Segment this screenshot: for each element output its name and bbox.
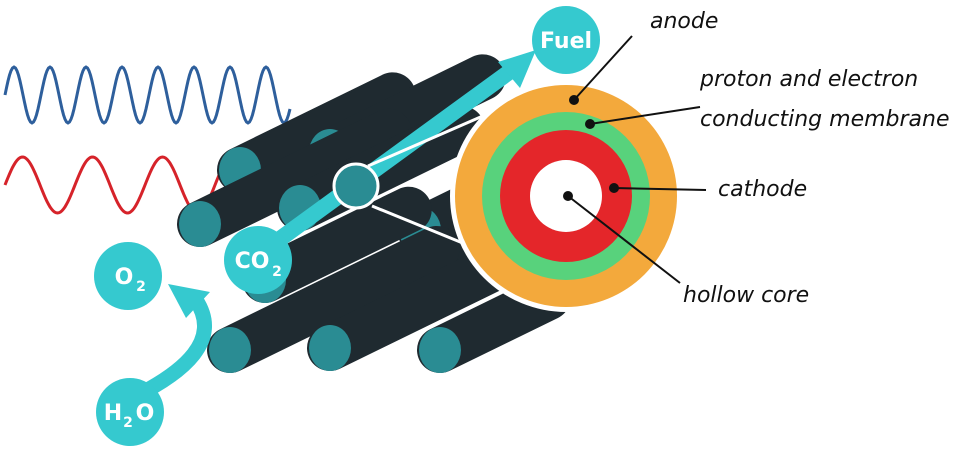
h2o-chip: H 2 O xyxy=(96,378,164,446)
membrane-dot xyxy=(585,119,595,129)
fuel-chip-circle xyxy=(532,6,600,74)
o2-chip-circle xyxy=(94,242,162,310)
hollow-core-leader xyxy=(567,195,681,284)
co2-to-fuel-arrow xyxy=(254,62,520,260)
anode-dot xyxy=(569,95,579,105)
nanotube-body xyxy=(307,241,524,371)
o2-arrowhead xyxy=(168,284,210,318)
magnified-tube-end xyxy=(332,162,380,210)
magnifier-line-bottom xyxy=(371,204,471,248)
nanotube-end xyxy=(419,327,461,373)
anode-leader xyxy=(573,35,633,101)
o2-chip: O 2 xyxy=(94,242,162,310)
fuel-chip: Fuel xyxy=(532,6,600,74)
co2-chip-subscript: 2 xyxy=(272,264,282,280)
layer-labels: anode proton and electron conducting mem… xyxy=(650,9,950,308)
blue-light-wave xyxy=(3,65,292,125)
co2-chip: CO 2 xyxy=(224,226,292,294)
membrane-label-line2: conducting membrane xyxy=(700,107,950,132)
o2-chip-label: O xyxy=(115,265,134,290)
h2o-chip-subscript: 2 xyxy=(123,415,133,431)
fuel-arrowhead xyxy=(498,50,536,88)
nanotube-end xyxy=(209,327,251,373)
co2-chip-circle xyxy=(224,226,292,294)
h2o-chip-h: H xyxy=(104,401,122,426)
membrane-leader xyxy=(589,106,701,125)
nanotube-end xyxy=(179,201,221,247)
nanotube-end xyxy=(309,325,351,371)
h2o-chip-o: O xyxy=(136,401,155,426)
membrane-label-line1: proton and electron xyxy=(699,67,918,92)
fuel-chip-label: Fuel xyxy=(540,29,592,54)
o2-chip-subscript: 2 xyxy=(136,279,146,295)
anode-label: anode xyxy=(650,9,718,34)
cathode-label: cathode xyxy=(718,177,807,202)
magnifier-line-top xyxy=(367,110,493,168)
co2-chip-label: CO xyxy=(235,249,270,274)
cathode-leader xyxy=(613,187,707,191)
nanotube-body xyxy=(177,108,412,247)
h2o-chip-circle xyxy=(96,378,164,446)
cathode-dot xyxy=(609,183,619,193)
nanotube-body xyxy=(207,225,460,373)
magnifier xyxy=(332,110,493,248)
hollow-core-label: hollow core xyxy=(683,283,809,308)
hollow-core-dot xyxy=(563,191,573,201)
nanotube-body xyxy=(217,72,416,193)
leader-lines xyxy=(563,35,707,284)
